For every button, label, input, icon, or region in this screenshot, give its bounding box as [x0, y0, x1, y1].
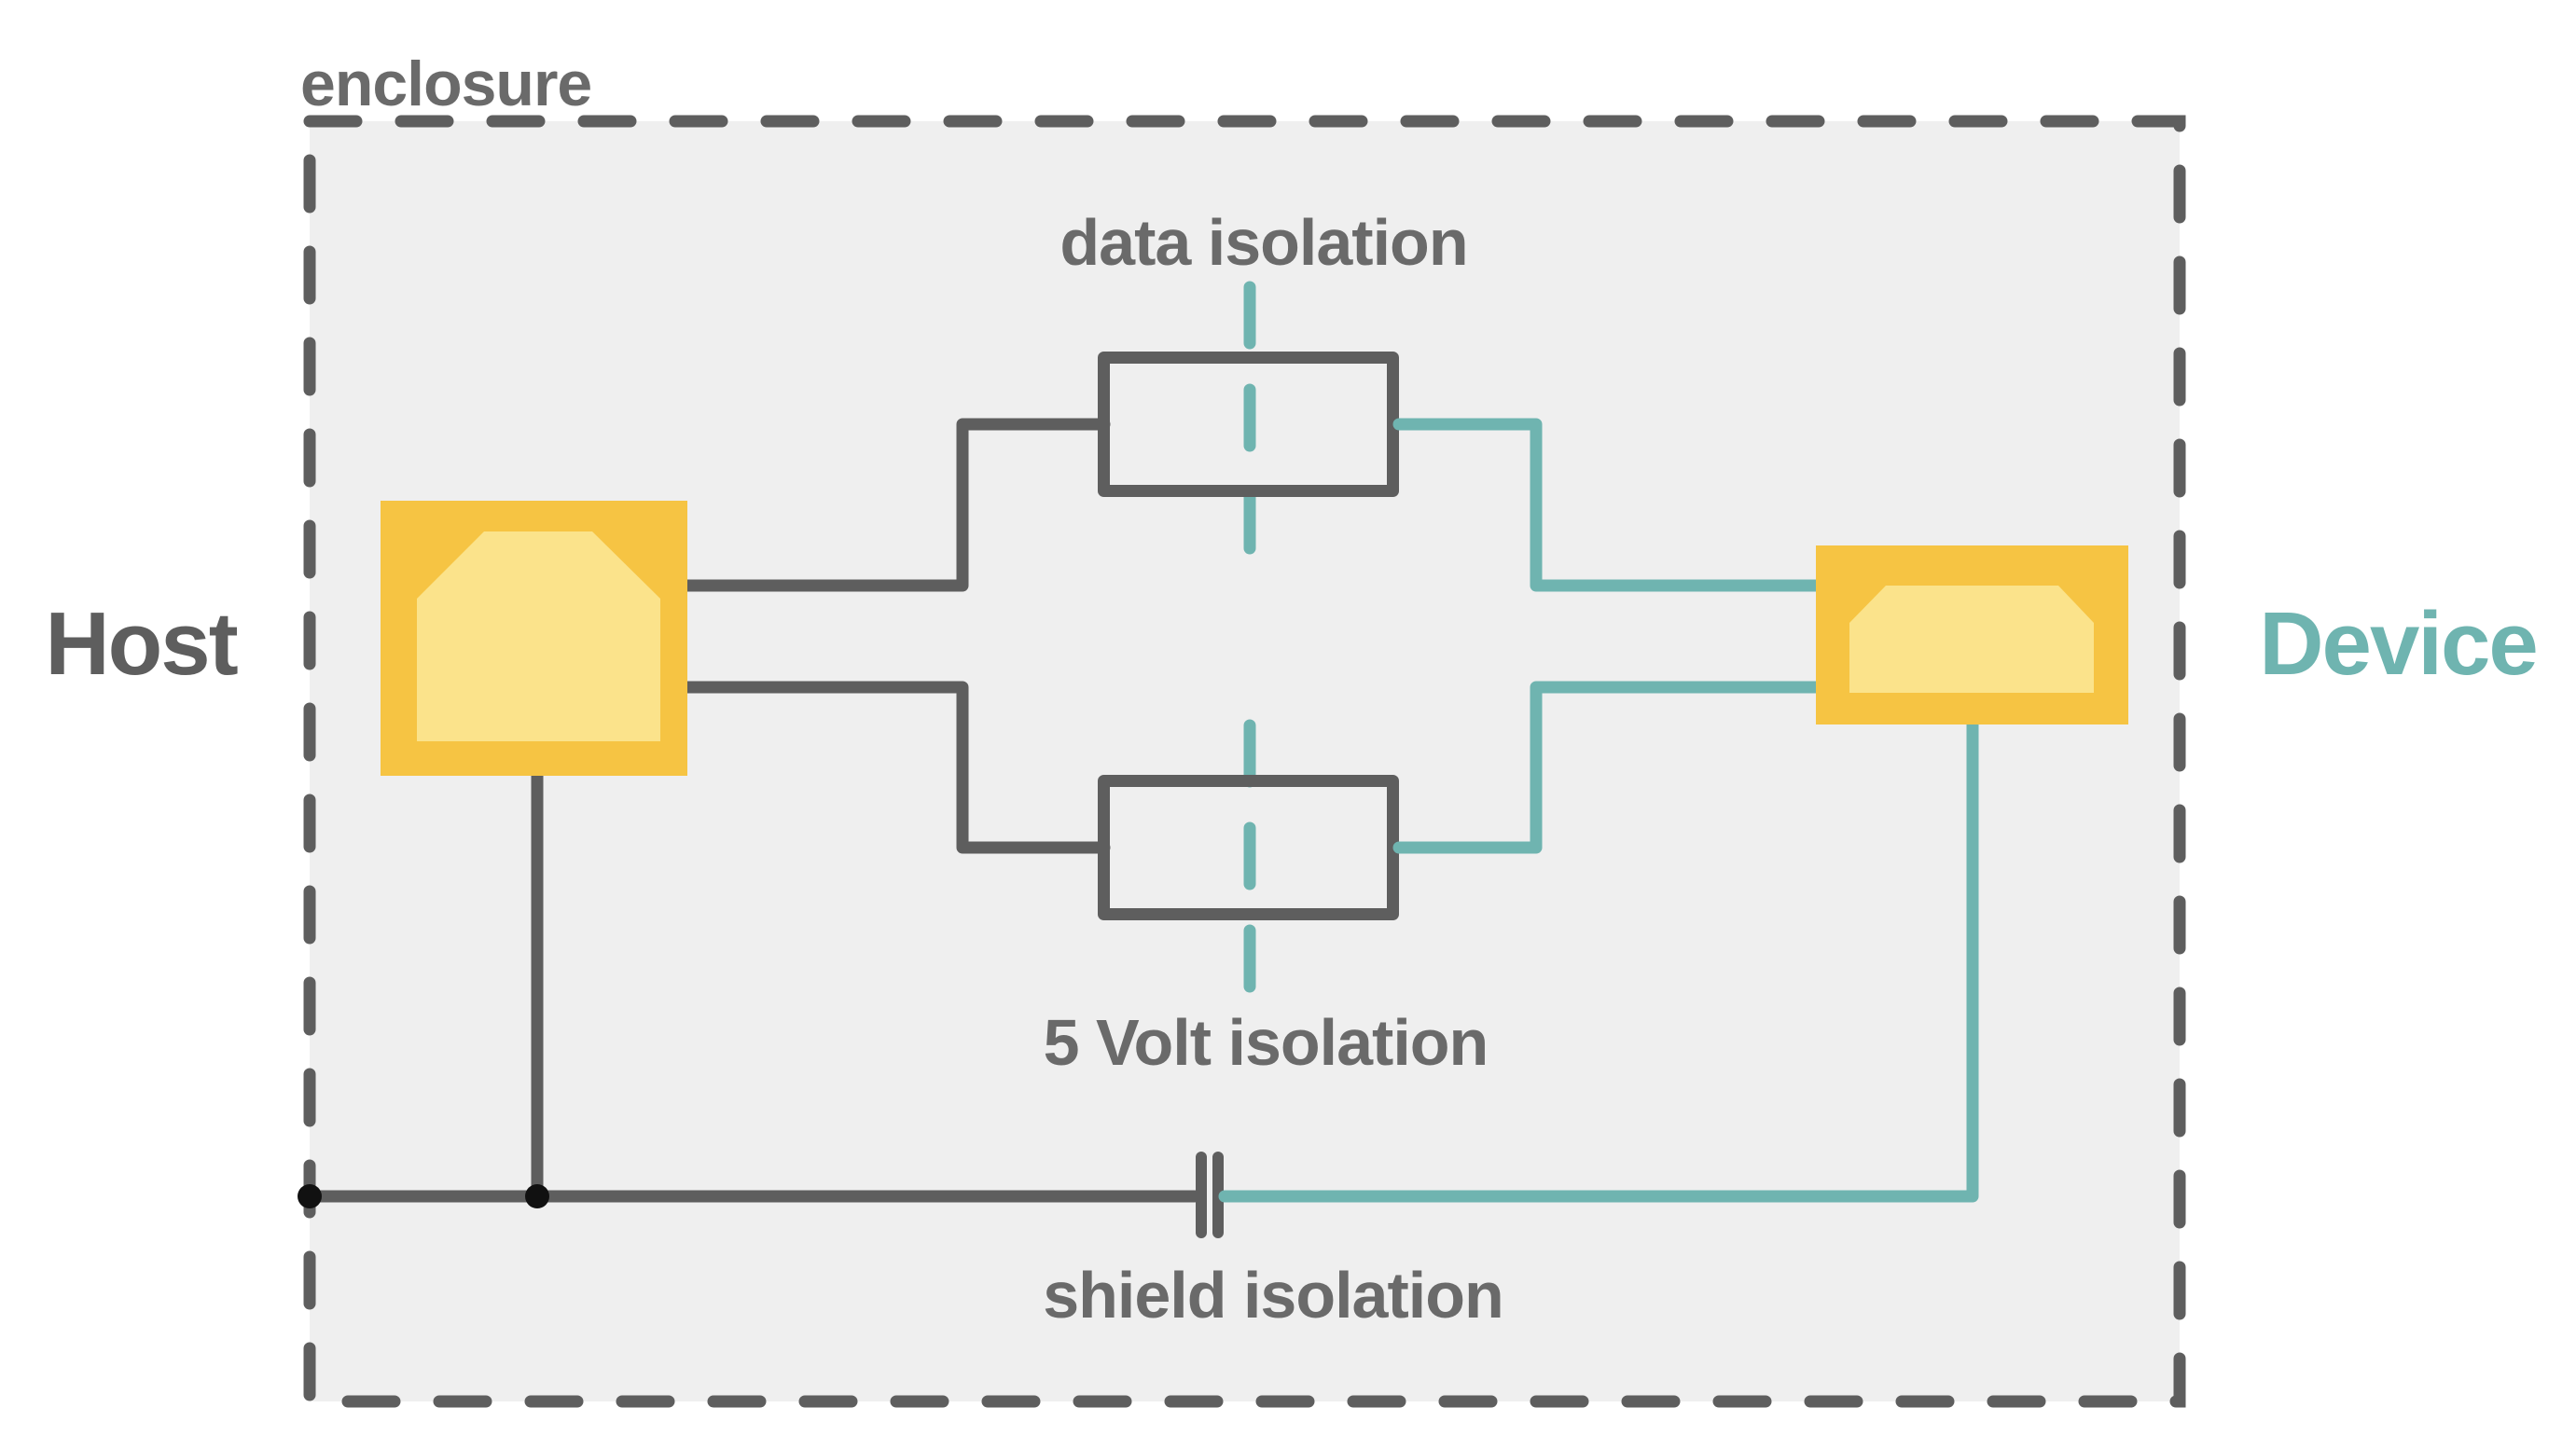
host-label: Host — [45, 594, 237, 694]
data-isolation-label: data isolation — [1059, 206, 1467, 279]
device-connector — [1816, 545, 2128, 724]
device-connector-inner — [1849, 586, 2094, 693]
junction-dot-left — [298, 1184, 322, 1208]
host-connector — [381, 501, 687, 776]
enclosure-label: enclosure — [300, 48, 591, 119]
capacitor-icon — [1196, 1152, 1224, 1238]
device-power-line-lower — [1392, 681, 1822, 854]
host-power-line-lower — [681, 681, 1111, 854]
device-data-line-upper — [1392, 418, 1822, 592]
host-side-wiring — [303, 352, 1399, 1238]
host-data-line-upper — [681, 418, 1111, 592]
host-connector-inner — [417, 531, 660, 741]
device-side-wiring — [1218, 418, 1979, 1203]
shield-isolation-label: shield isolation — [1043, 1259, 1503, 1332]
volt-isolation-label: 5 Volt isolation — [1044, 1006, 1489, 1079]
device-shield-line — [1218, 718, 1979, 1203]
junction-dot-host — [525, 1184, 549, 1208]
device-label: Device — [2259, 594, 2537, 694]
